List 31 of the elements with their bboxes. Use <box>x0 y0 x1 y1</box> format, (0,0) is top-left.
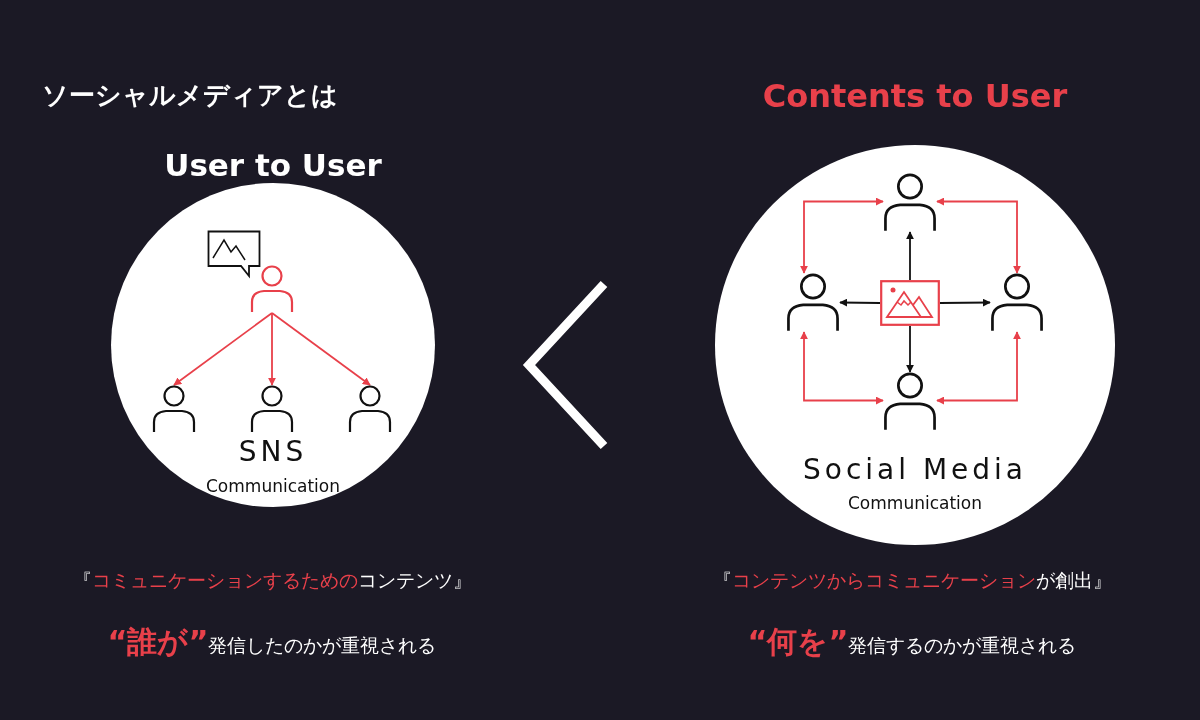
person-icon <box>786 273 840 332</box>
arrow <box>936 331 1021 405</box>
quote-line: 『コミュニケーションするためのコンテンツ』 <box>72 568 472 593</box>
quote-line: 『コンテンツからコミュニケーションが創出』 <box>712 568 1112 593</box>
heading: Contents to User <box>761 80 1069 112</box>
emphasis-line: “何を”発信するのかが重視される <box>747 623 1077 661</box>
arrow <box>839 298 881 307</box>
heading: User to User <box>163 150 383 181</box>
person-icon <box>990 273 1044 332</box>
circle-subtitle: Communication <box>205 475 341 497</box>
arrow <box>906 231 914 281</box>
arrow <box>939 298 991 307</box>
person-icon <box>250 265 294 313</box>
arrow <box>800 197 884 274</box>
arrow <box>173 312 273 386</box>
circle-title: Social Media <box>802 453 1028 487</box>
title: ソーシャルメディアとは <box>42 79 338 112</box>
person-icon <box>883 173 937 232</box>
arrow <box>906 325 914 373</box>
circle-subtitle: Communication <box>847 492 983 514</box>
person-icon <box>348 385 392 433</box>
person-icon <box>152 385 196 433</box>
arrow <box>268 312 276 386</box>
arrow <box>800 331 884 405</box>
emphasis-line: “誰が”発信したのかが重視される <box>107 623 437 661</box>
arrow <box>936 197 1021 274</box>
person-icon <box>883 372 937 431</box>
person-icon <box>250 385 294 433</box>
circle-title: SNS <box>237 435 309 469</box>
picture-icon <box>880 280 940 326</box>
arrow <box>271 312 371 386</box>
